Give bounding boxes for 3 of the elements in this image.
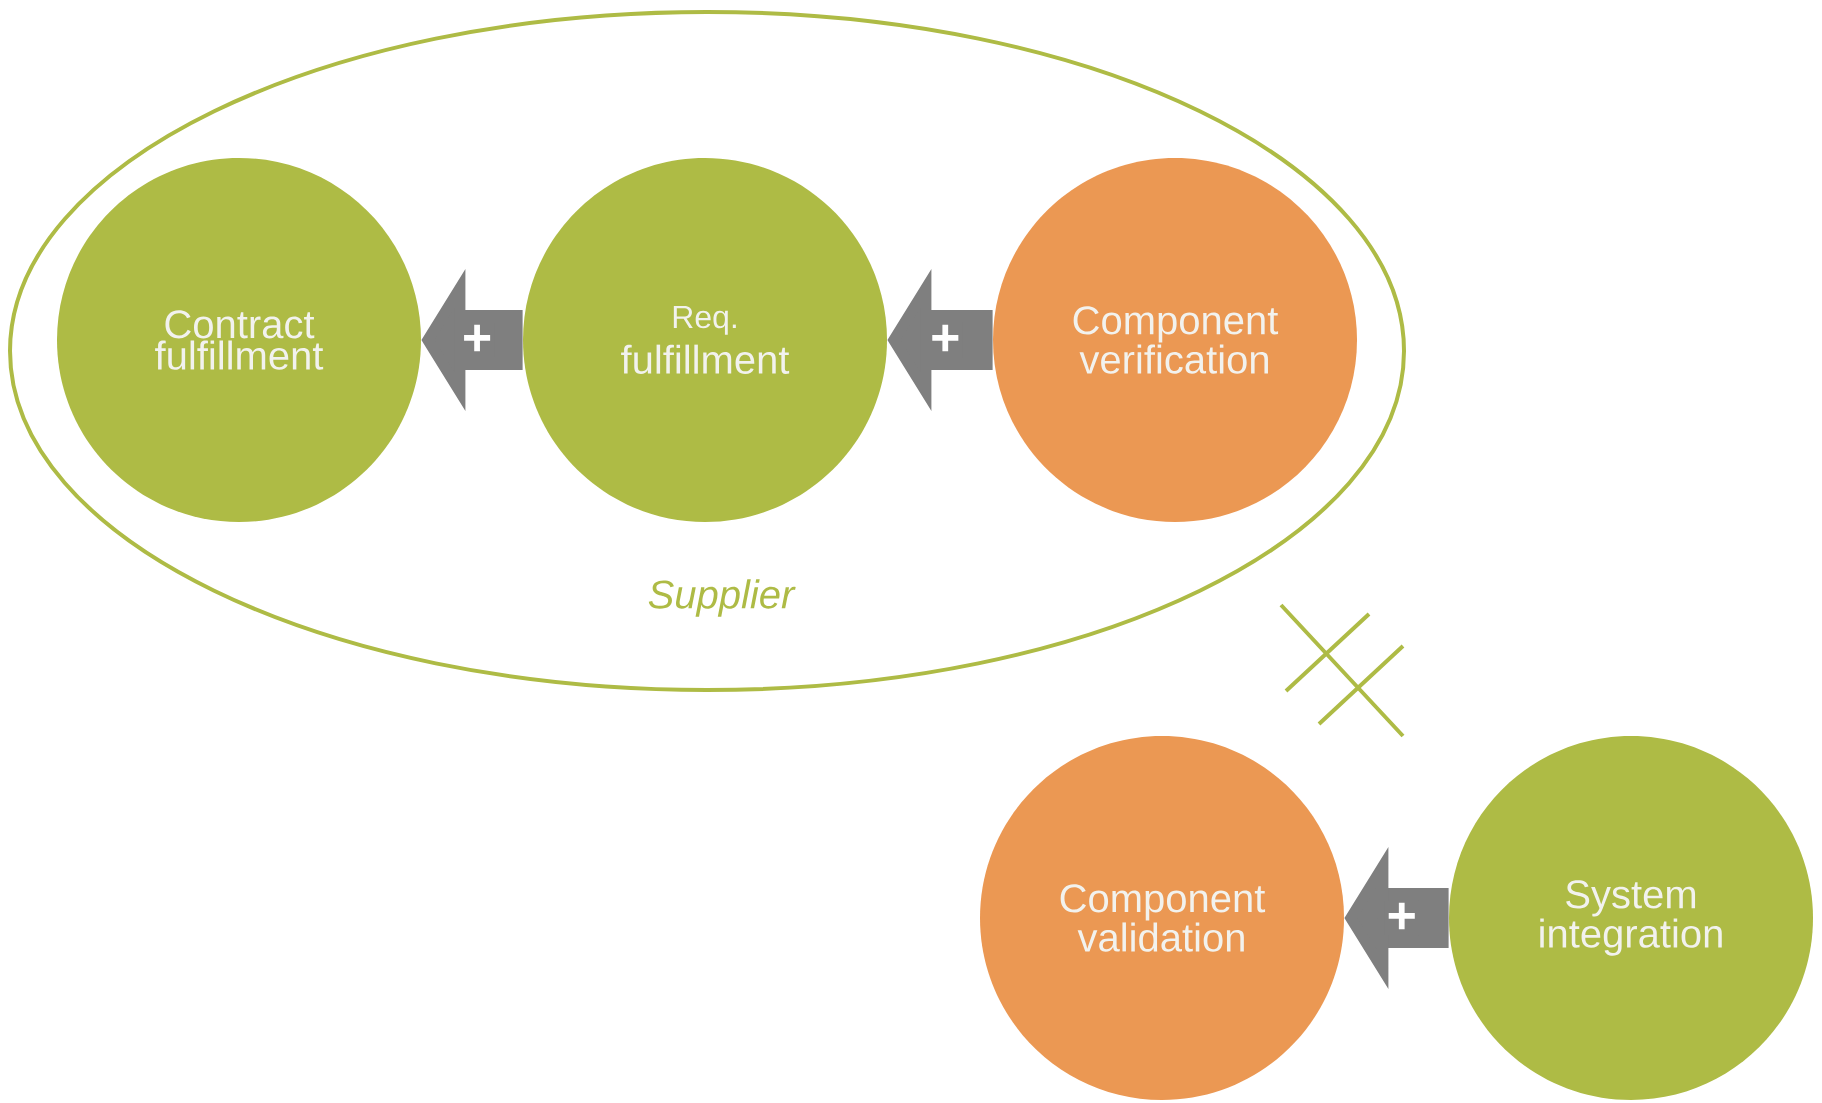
edge-label: + xyxy=(464,324,491,352)
edge-label: + xyxy=(1388,902,1415,930)
edge-label: + xyxy=(932,324,959,352)
